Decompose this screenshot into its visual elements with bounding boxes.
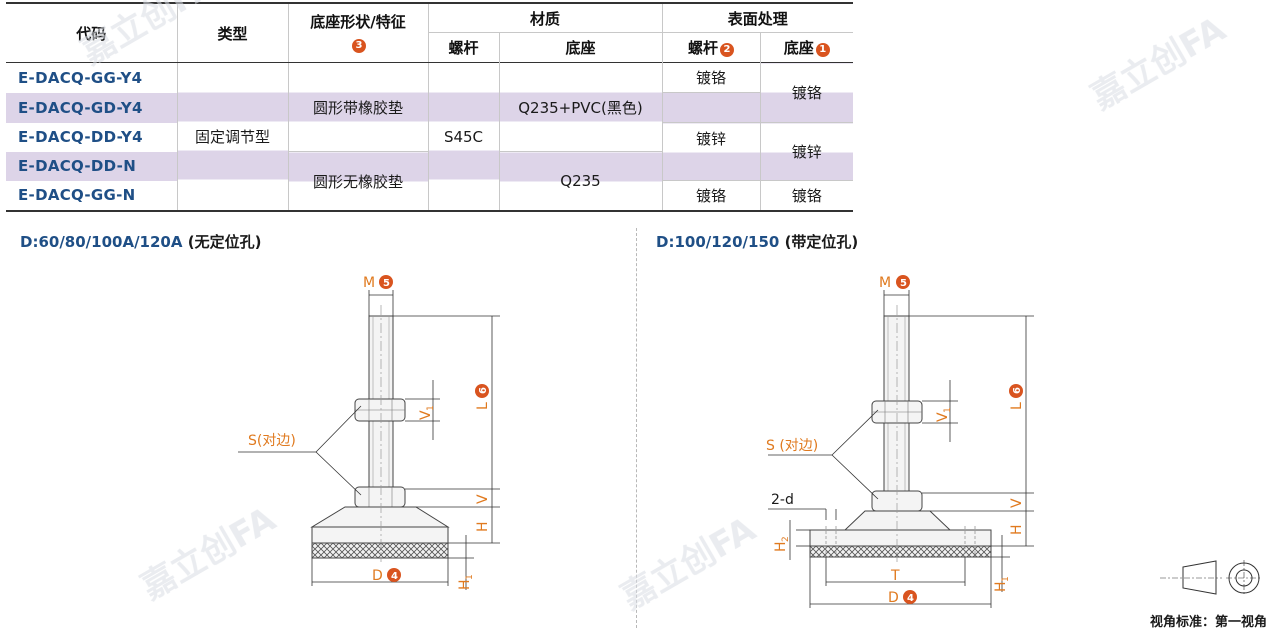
code-cell: E-DACQ-GD-Y4 bbox=[18, 98, 143, 117]
watermark: 嘉立创FA 嘉立创FA 嘉立创FA 嘉立创FA bbox=[75, 0, 1233, 618]
dim-S: S (对边) bbox=[766, 438, 818, 454]
left-leveling-foot bbox=[310, 305, 450, 562]
code-cell: E-DACQ-DD-N bbox=[18, 157, 137, 175]
dim-H1-sub: 1 bbox=[465, 574, 475, 580]
dim-V1: V bbox=[418, 410, 434, 420]
dim-V1-sub: 1 bbox=[943, 407, 953, 413]
dim-H: H bbox=[475, 521, 491, 532]
header-type: 类型 bbox=[176, 3, 288, 63]
type-cell: 固定调节型 bbox=[176, 62, 288, 211]
dim-V: V bbox=[1009, 498, 1025, 508]
dim-D: D bbox=[372, 568, 383, 584]
right-dimension-labels: M 5 L 6 V 1 V H H 1 H 2 2-d S (对边) T D 4 bbox=[766, 275, 1025, 606]
header-base: 底座 bbox=[498, 32, 663, 63]
right-drawing-caption: D:100/120/150 (带定位孔) bbox=[656, 231, 858, 252]
lower-nut bbox=[354, 486, 406, 508]
badge-6-circle bbox=[1009, 384, 1023, 398]
base-surface-chrome-cell: 镀铬 bbox=[759, 180, 854, 211]
badge-4: 4 bbox=[907, 593, 914, 604]
dim-L: L bbox=[475, 402, 491, 410]
dim-V1-sub: 1 bbox=[426, 405, 436, 411]
badge-6-circle bbox=[475, 384, 489, 398]
right-dimensions bbox=[768, 290, 1034, 608]
bolt-surface-empty-cell bbox=[661, 92, 761, 123]
header-base-shape-label: 底座形状/特征 bbox=[310, 13, 406, 31]
header-bolt: 螺杆 bbox=[427, 32, 499, 63]
dim-H1: H bbox=[457, 579, 473, 590]
base-surface-chrome-cell: 镀铬 bbox=[759, 62, 854, 123]
shape-rubber-cell: 圆形带橡胶垫 bbox=[287, 62, 428, 152]
right-caption-note: (带定位孔) bbox=[784, 233, 859, 251]
dim-M: M bbox=[879, 275, 891, 291]
dim-H1: H bbox=[993, 581, 1009, 592]
header-surface: 表面处理 bbox=[661, 3, 854, 33]
bolt-surface-zinc-cell: 镀锌 bbox=[661, 122, 761, 181]
dim-D: D bbox=[888, 590, 899, 606]
badge-5-circle bbox=[896, 275, 910, 289]
base-plate bbox=[809, 529, 992, 547]
drawing-divider bbox=[636, 228, 637, 628]
dim-2-d: 2-d bbox=[771, 492, 794, 508]
dim-H2: H bbox=[773, 541, 789, 552]
badge-3: 3 bbox=[352, 39, 366, 53]
base-plate bbox=[311, 526, 449, 544]
badge-5-circle bbox=[379, 275, 393, 289]
base-material-pvc-cell: Q235+PVC(黑色) bbox=[498, 62, 663, 152]
view-standard-label: 视角标准：第一视角 bbox=[1150, 615, 1268, 630]
header-code: 代码 bbox=[6, 3, 177, 63]
bolt-material-cell: S45C bbox=[427, 62, 499, 211]
badge-4-circle bbox=[903, 590, 917, 604]
base-material-plain-cell: Q235 bbox=[498, 151, 663, 211]
base-dome bbox=[843, 510, 952, 531]
dim-H1-sub: 1 bbox=[1001, 576, 1011, 582]
base-dome bbox=[310, 506, 450, 528]
bolt-surface-chrome-cell: 镀铬 bbox=[661, 62, 761, 93]
dim-H2-sub: 2 bbox=[781, 536, 791, 542]
dim-V1: V bbox=[935, 412, 951, 422]
watermark-text: 嘉立创FA bbox=[1085, 9, 1233, 118]
dim-S: S(对边) bbox=[248, 433, 296, 449]
code-cell: E-DACQ-GG-Y4 bbox=[18, 68, 143, 87]
left-dimension-labels: M 5 L 6 V 1 V H H 1 S(对边) D 4 bbox=[248, 275, 491, 590]
badge-4-circle bbox=[387, 568, 401, 582]
header-material: 材质 bbox=[427, 3, 663, 33]
rubber-pad bbox=[809, 545, 992, 558]
watermark-text: 嘉立创FA bbox=[75, 0, 223, 73]
badge-4: 4 bbox=[391, 571, 398, 582]
dim-L: L bbox=[1009, 402, 1025, 410]
badge-6: 6 bbox=[478, 387, 489, 394]
left-caption-note: (无定位孔) bbox=[187, 233, 262, 251]
shape-no-rubber-cell: 圆形无橡胶垫 bbox=[287, 151, 428, 211]
badge-5: 5 bbox=[900, 278, 907, 289]
left-caption-main: D:60/80/100A/120A bbox=[20, 233, 183, 251]
header-base-shape: 底座形状/特征 3 bbox=[287, 3, 428, 63]
first-angle-projection-icon bbox=[1160, 560, 1262, 596]
badge-5: 5 bbox=[383, 278, 390, 289]
badge-6: 6 bbox=[1012, 387, 1023, 394]
badge-2: 2 bbox=[720, 43, 735, 57]
left-drawing-caption: D:60/80/100A/120A (无定位孔) bbox=[20, 231, 261, 252]
dim-V: V bbox=[475, 494, 491, 504]
right-leveling-foot bbox=[809, 305, 992, 562]
code-cell: E-DACQ-DD-Y4 bbox=[18, 128, 143, 146]
rubber-pad bbox=[311, 542, 449, 559]
base-surface-zinc-cell: 镀锌 bbox=[759, 122, 854, 181]
bolt-surface-chrome-cell: 镀铬 bbox=[661, 180, 761, 211]
header-surface-bolt-label: 螺杆 bbox=[688, 39, 719, 57]
dim-H: H bbox=[1009, 524, 1025, 535]
watermark-text: 嘉立创FA bbox=[135, 499, 283, 608]
dim-T: T bbox=[890, 568, 900, 584]
header-surface-base-label: 底座 bbox=[783, 39, 814, 57]
badge-1: 1 bbox=[815, 43, 830, 57]
dim-M: M bbox=[363, 275, 375, 291]
left-dimensions bbox=[238, 290, 500, 590]
right-caption-main: D:100/120/150 bbox=[656, 233, 780, 251]
watermark-text: 嘉立创FA bbox=[615, 509, 763, 618]
code-cell: E-DACQ-GG-N bbox=[18, 186, 136, 205]
